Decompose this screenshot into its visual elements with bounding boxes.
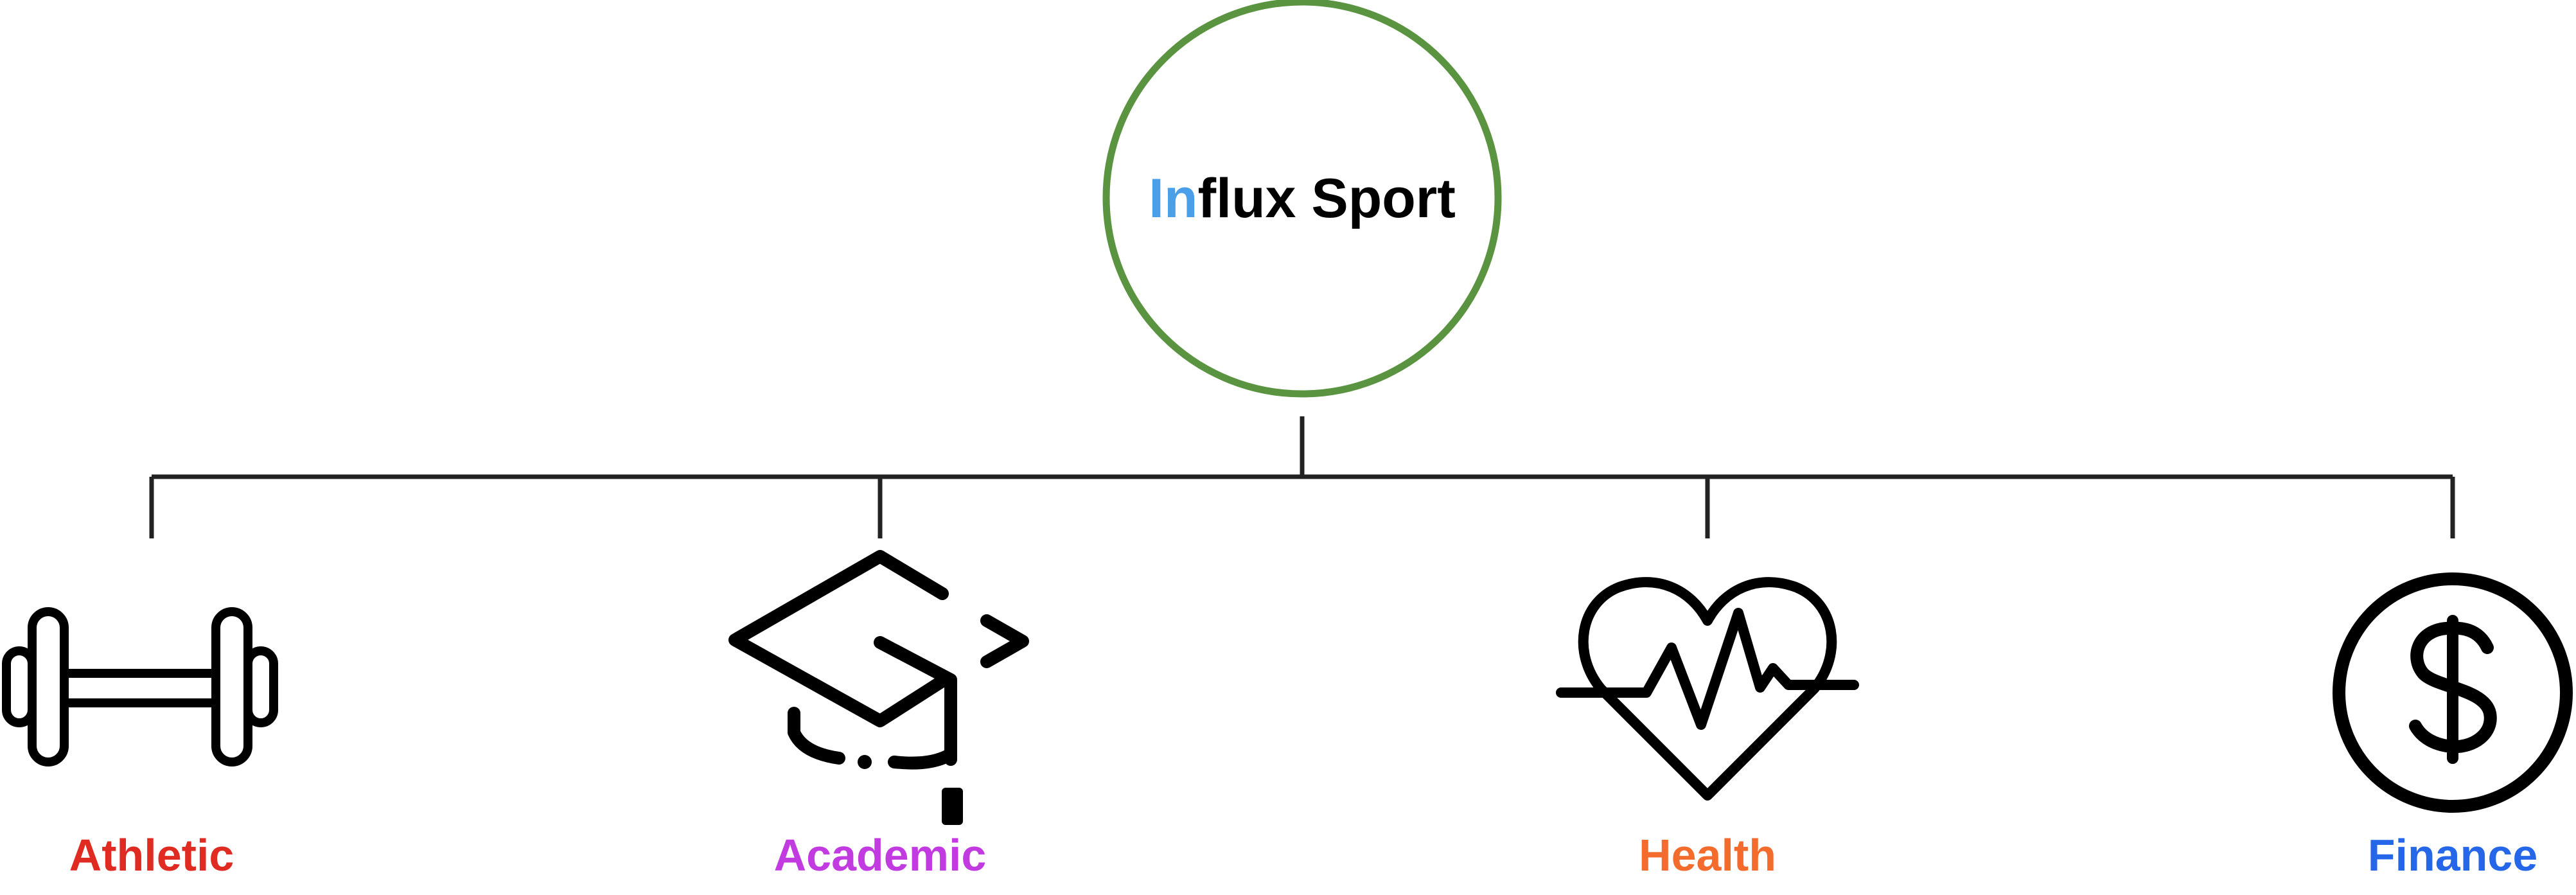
cap-tassel (942, 788, 963, 825)
branch-label-finance: Finance (2368, 830, 2538, 880)
dollar-coin-icon (2333, 572, 2573, 813)
graduation-cap-icon (728, 550, 1029, 770)
root-circle (1102, 0, 1502, 398)
branch-label-health: Health (1639, 830, 1776, 880)
dumbbell-icon (2, 607, 278, 767)
root-node: Influx Sport (1102, 0, 1502, 398)
cap-dot (858, 755, 872, 769)
connector-lines (149, 416, 2455, 538)
branch-label-athletic: Athletic (69, 830, 234, 880)
root-title-prefix: In (1149, 168, 1197, 229)
root-title: Influx Sport (1149, 168, 1456, 229)
branch-label-academic: Academic (774, 830, 987, 880)
heartbeat-icon (1556, 577, 1859, 801)
root-title-suffix: flux Sport (1198, 168, 1456, 229)
